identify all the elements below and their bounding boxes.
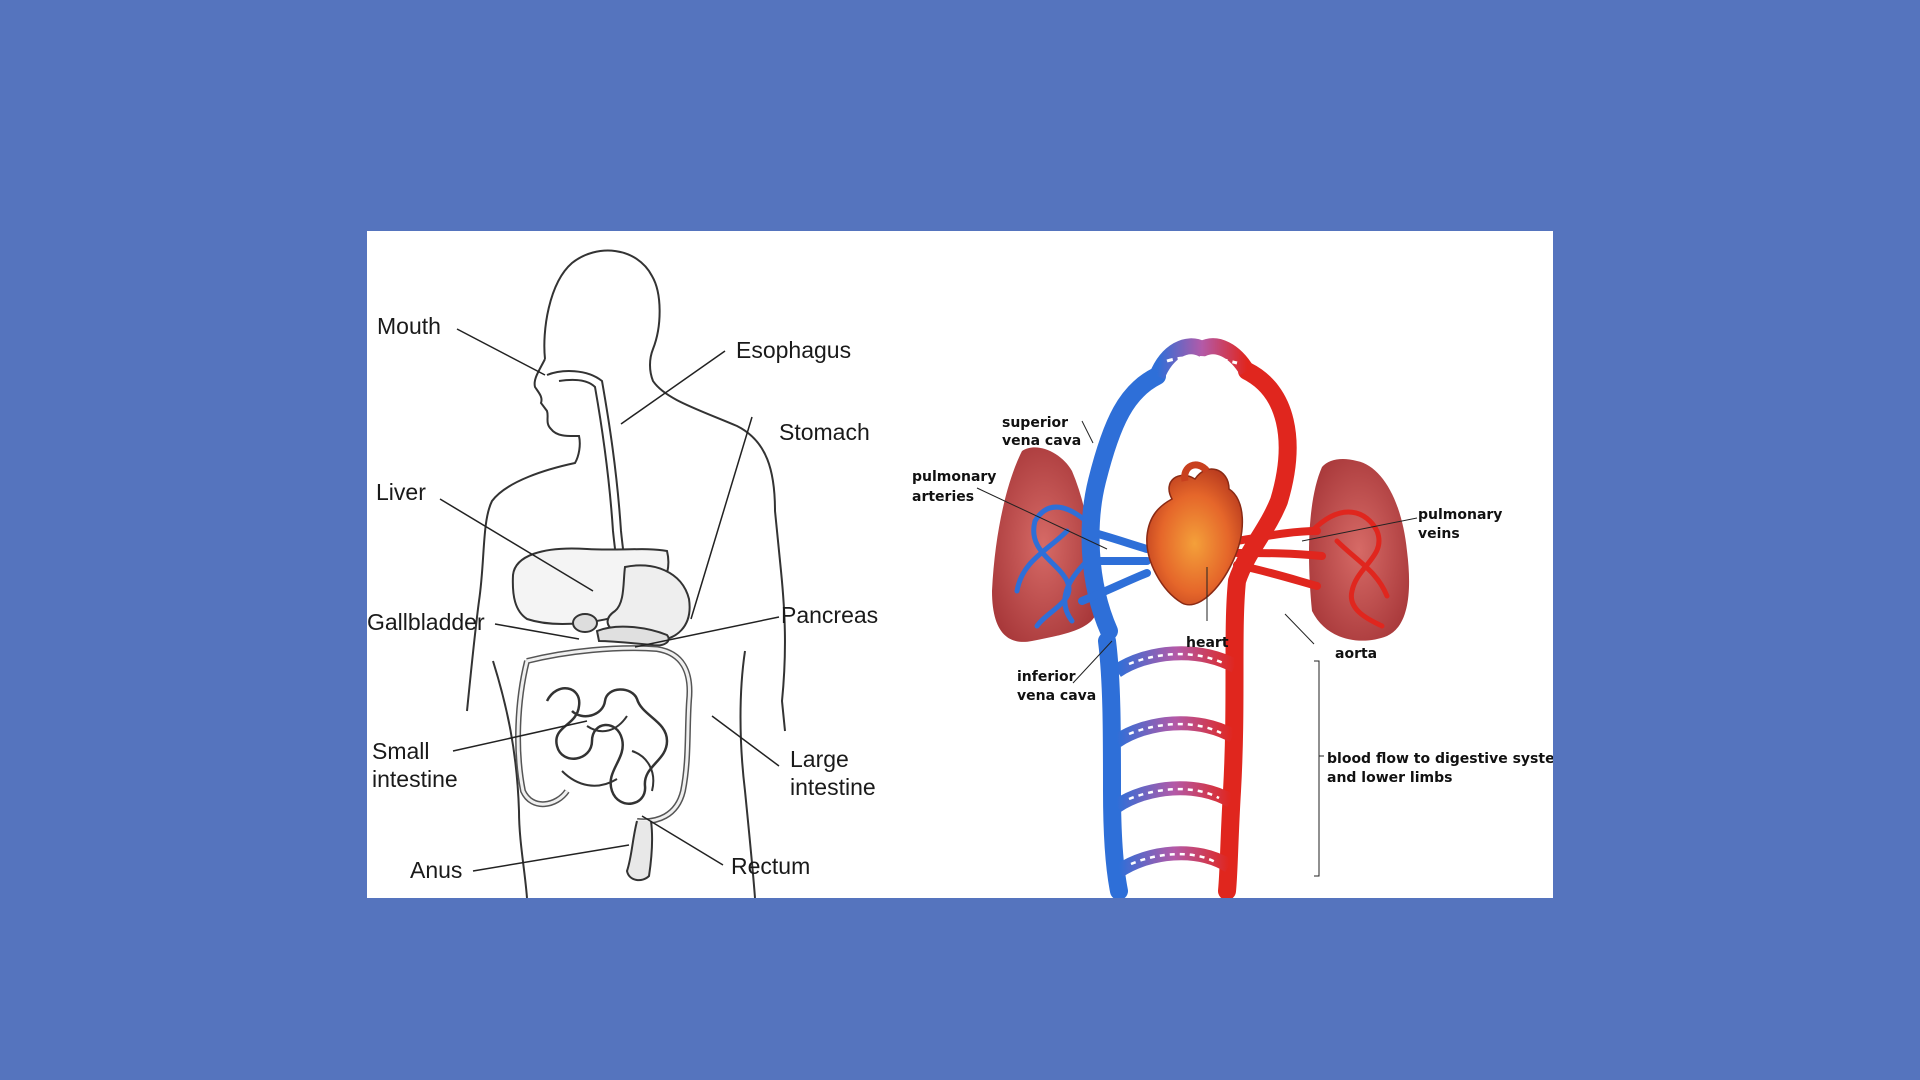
- digestive-leader-lines: [439, 328, 780, 872]
- digestive-labels: Mouth Esophagus Stomach Liver Gallbladde…: [367, 313, 878, 883]
- label-rectum: Rectum: [731, 853, 810, 879]
- label-inferior-vena-cava-2: vena cava: [1017, 688, 1096, 704]
- label-pancreas: Pancreas: [781, 602, 878, 628]
- circulatory-labels: superior vena cava pulmonary arteries pu…: [912, 415, 1553, 786]
- circulatory-system-illustration: [992, 338, 1410, 898]
- label-stomach: Stomach: [779, 419, 870, 445]
- label-mouth: Mouth: [377, 313, 441, 339]
- diagram-canvas: Mouth Esophagus Stomach Liver Gallbladde…: [367, 249, 1553, 898]
- label-large-intestine-1: Large: [790, 746, 849, 772]
- label-large-intestine-2: intestine: [790, 774, 876, 800]
- left-lung: [992, 447, 1095, 642]
- label-inferior-vena-cava-1: inferior: [1017, 669, 1076, 685]
- label-pulmonary-veins-2: veins: [1418, 526, 1460, 542]
- label-aorta: aorta: [1335, 646, 1377, 662]
- label-esophagus: Esophagus: [736, 337, 851, 363]
- label-small-intestine-1: Small: [372, 738, 430, 764]
- label-gallbladder: Gallbladder: [367, 609, 485, 635]
- label-small-intestine-2: intestine: [372, 766, 458, 792]
- label-blood-flow-1: blood flow to digestive system: [1327, 751, 1553, 767]
- digestive-system-illustration: [466, 249, 786, 898]
- label-pulmonary-veins-1: pulmonary: [1418, 507, 1502, 523]
- label-blood-flow-2: and lower limbs: [1327, 770, 1452, 786]
- label-pulmonary-arteries-1: pulmonary: [912, 469, 996, 485]
- circulatory-leader-lines: [976, 420, 1418, 877]
- label-superior-vena-cava-1: superior: [1002, 415, 1068, 431]
- label-pulmonary-arteries-2: arteries: [912, 489, 974, 505]
- diagram-panel: Mouth Esophagus Stomach Liver Gallbladde…: [367, 231, 1553, 898]
- lower-capillary-loops: [1113, 646, 1239, 877]
- label-heart: heart: [1186, 635, 1229, 651]
- label-superior-vena-cava-2: vena cava: [1002, 433, 1081, 449]
- heart-shape: [1146, 468, 1243, 606]
- label-liver: Liver: [376, 479, 426, 505]
- label-anus: Anus: [410, 857, 462, 883]
